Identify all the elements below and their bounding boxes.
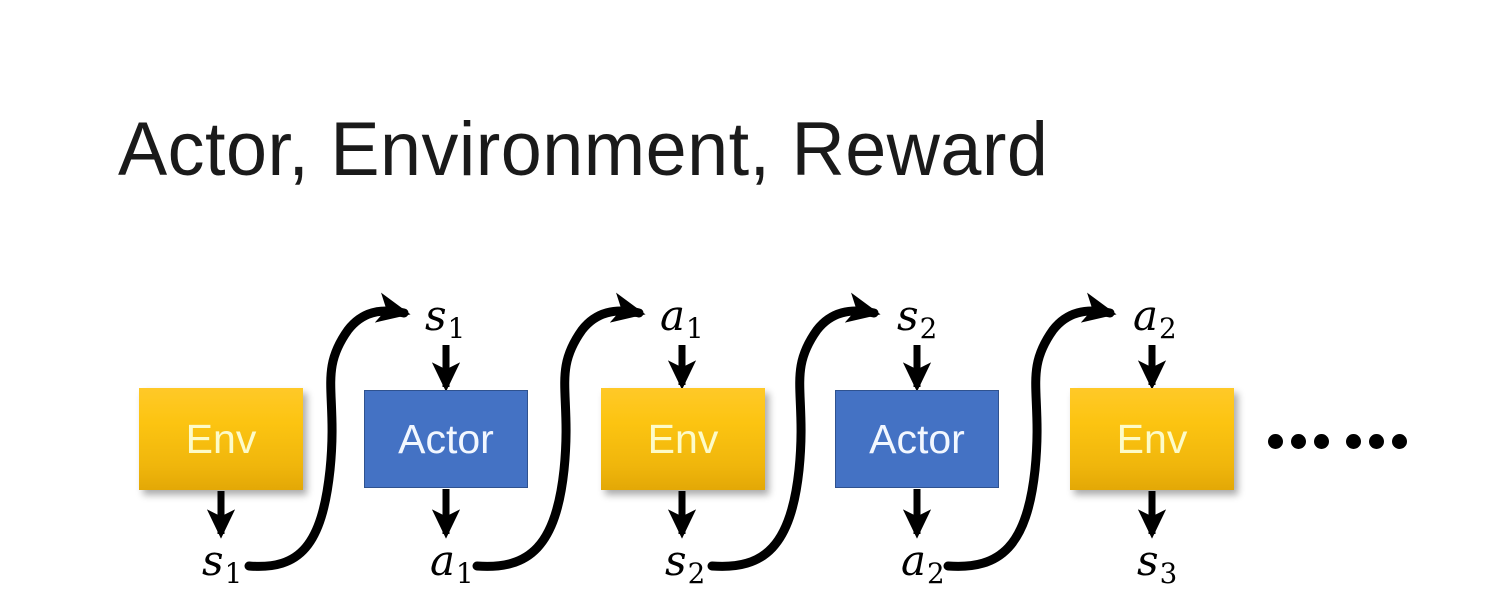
label-top-s2: s2 — [897, 295, 937, 343]
symbol: a — [901, 536, 927, 585]
symbol: s — [1137, 536, 1159, 585]
node-label: Env — [185, 415, 257, 462]
ellipsis-icon — [1268, 434, 1407, 449]
subscript: 3 — [1159, 557, 1178, 591]
ellipsis-dot — [1346, 434, 1361, 449]
symbol: s — [897, 291, 919, 340]
node-env-2[interactable]: Env — [601, 388, 765, 490]
label-top-a2: a2 — [1133, 295, 1177, 343]
subscript: 2 — [927, 557, 945, 591]
label-bottom-s2: s2 — [665, 540, 705, 588]
symbol: s — [665, 536, 687, 585]
ellipsis-dot — [1314, 434, 1329, 449]
subscript: 2 — [1159, 312, 1177, 346]
node-label: Env — [1116, 415, 1188, 462]
page-title: Actor, Environment, Reward — [118, 107, 1049, 192]
curve-a2 — [943, 292, 1117, 571]
subscript: 2 — [919, 312, 938, 346]
ellipsis-dot — [1291, 434, 1306, 449]
node-label: Env — [647, 415, 719, 462]
node-actor-1[interactable]: Actor — [364, 390, 528, 488]
ellipsis-dot — [1268, 434, 1283, 449]
subscript: 1 — [224, 557, 243, 591]
symbol: a — [1133, 291, 1159, 340]
subscript: 1 — [686, 312, 704, 346]
curve-a1 — [472, 292, 646, 571]
label-bottom-a2: a2 — [901, 540, 945, 588]
curve-s2 — [707, 292, 881, 571]
label-top-a1: a1 — [660, 295, 704, 343]
node-label: Actor — [398, 415, 494, 462]
label-bottom-a1: a1 — [430, 540, 474, 588]
node-env-3[interactable]: Env — [1070, 388, 1234, 490]
curve-s1 — [244, 292, 411, 571]
ellipsis-dot — [1369, 434, 1384, 449]
ellipsis-dot — [1392, 434, 1407, 449]
label-bottom-s1: s1 — [202, 540, 242, 588]
node-env-1[interactable]: Env — [139, 388, 303, 490]
symbol: s — [202, 536, 224, 585]
subscript: 1 — [456, 557, 474, 591]
subscript: 1 — [447, 312, 466, 346]
node-actor-2[interactable]: Actor — [835, 390, 999, 488]
label-top-s1: s1 — [425, 295, 465, 343]
label-bottom-s3: s3 — [1137, 540, 1177, 588]
symbol: a — [430, 536, 456, 585]
symbol: a — [660, 291, 686, 340]
symbol: s — [425, 291, 447, 340]
subscript: 2 — [687, 557, 706, 591]
node-label: Actor — [869, 415, 965, 462]
